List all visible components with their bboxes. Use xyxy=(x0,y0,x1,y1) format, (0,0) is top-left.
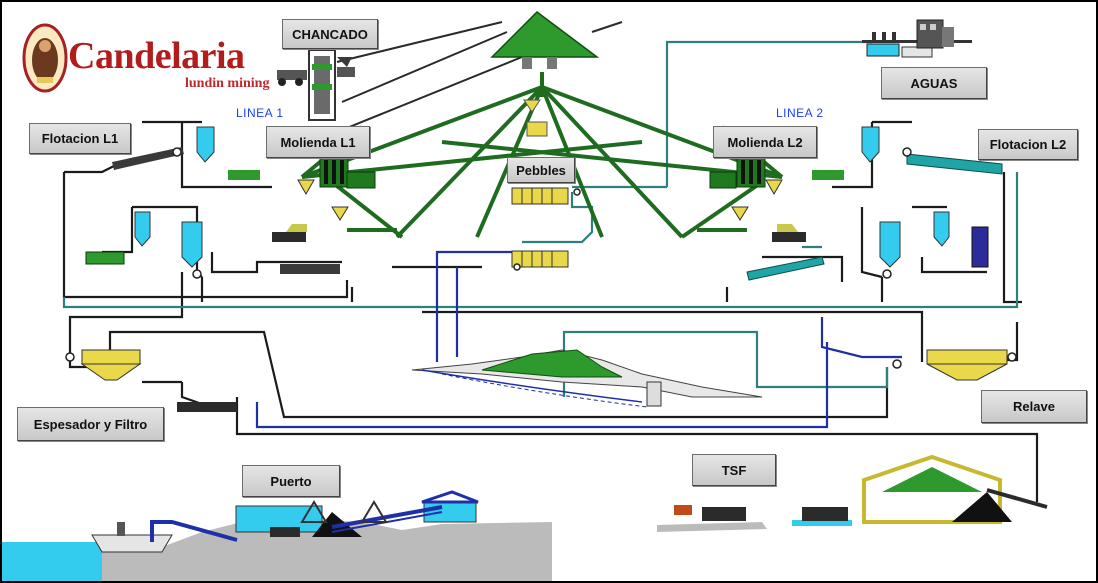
tailings-dam xyxy=(411,349,763,408)
pebbles-button[interactable]: Pebbles xyxy=(507,157,575,183)
chancado-button[interactable]: CHANCADO xyxy=(282,19,378,49)
water-pipes xyxy=(62,40,1019,397)
water-plant xyxy=(862,19,972,58)
flotation-cells-l2 xyxy=(746,126,1003,281)
flotacion-l2-button[interactable]: Flotacion L2 xyxy=(978,129,1078,160)
port-facility xyxy=(2,490,562,581)
crusher-conveyor xyxy=(336,21,623,133)
mining-trucks xyxy=(272,224,806,242)
mill-l2 xyxy=(709,156,844,221)
logo-subtitle: lundin mining xyxy=(185,76,270,91)
crusher-equipment xyxy=(277,49,355,121)
mill-l1 xyxy=(228,156,376,221)
espesador-filtro-button[interactable]: Espesador y Filtro xyxy=(17,407,164,441)
reclaim-water-pipes xyxy=(255,250,902,429)
tailings-pipes xyxy=(62,120,1039,502)
thickener-l1 xyxy=(80,349,237,412)
line-1-label: LINEA 1 xyxy=(236,106,284,120)
aguas-button[interactable]: AGUAS xyxy=(881,67,987,99)
molienda-l2-button[interactable]: Molienda L2 xyxy=(713,126,817,158)
pebbles-bins xyxy=(511,187,569,268)
molienda-l1-button[interactable]: Molienda L1 xyxy=(266,126,370,158)
tsf-area xyxy=(657,454,1048,532)
flotacion-l1-button[interactable]: Flotacion L1 xyxy=(29,123,131,154)
pumps xyxy=(65,147,1017,369)
relave-button[interactable]: Relave xyxy=(981,390,1087,423)
line-2-label: LINEA 2 xyxy=(776,106,824,120)
conveyors xyxy=(300,72,784,239)
flotation-cells-l1 xyxy=(85,126,340,274)
puerto-button[interactable]: Puerto xyxy=(242,465,340,497)
tsf-button[interactable]: TSF xyxy=(692,454,776,486)
stockpile-dome xyxy=(490,11,600,137)
logo-wordmark: Candelaria xyxy=(68,35,245,77)
candelaria-seal-logo xyxy=(22,23,68,93)
thickener-l2 xyxy=(926,349,1008,381)
